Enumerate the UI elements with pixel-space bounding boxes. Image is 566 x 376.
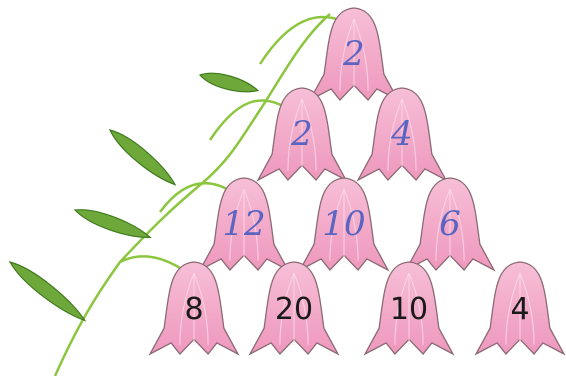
leaves	[6, 68, 260, 325]
flower-row2-2: 4	[358, 88, 446, 180]
handwritten-number: 10	[322, 204, 365, 244]
flower-row4-1: 8	[150, 262, 238, 354]
flower-row4-3: 10	[365, 262, 453, 354]
printed-number: 20	[275, 292, 313, 327]
handwritten-number: 6	[439, 204, 461, 244]
handwritten-number: 4	[390, 114, 413, 154]
flower-row4-4: 4	[476, 262, 564, 354]
flower-row4-2: 20	[250, 262, 338, 354]
leaf-2	[73, 204, 153, 244]
printed-number: 8	[184, 292, 203, 327]
handwritten-number: 2	[342, 34, 365, 74]
flower-row3-1: 12	[200, 178, 288, 270]
handwritten-number: 2	[290, 114, 313, 154]
printed-number: 4	[510, 292, 529, 327]
leaf-4	[198, 68, 259, 97]
leaf-1	[6, 257, 89, 326]
flower-row3-3: 6	[406, 178, 494, 270]
printed-number: 10	[390, 292, 428, 327]
leaf-3	[106, 125, 180, 190]
stem-to-row4	[120, 256, 180, 268]
handwritten-number: 12	[222, 204, 265, 244]
flower-row3-2: 10	[300, 178, 388, 270]
